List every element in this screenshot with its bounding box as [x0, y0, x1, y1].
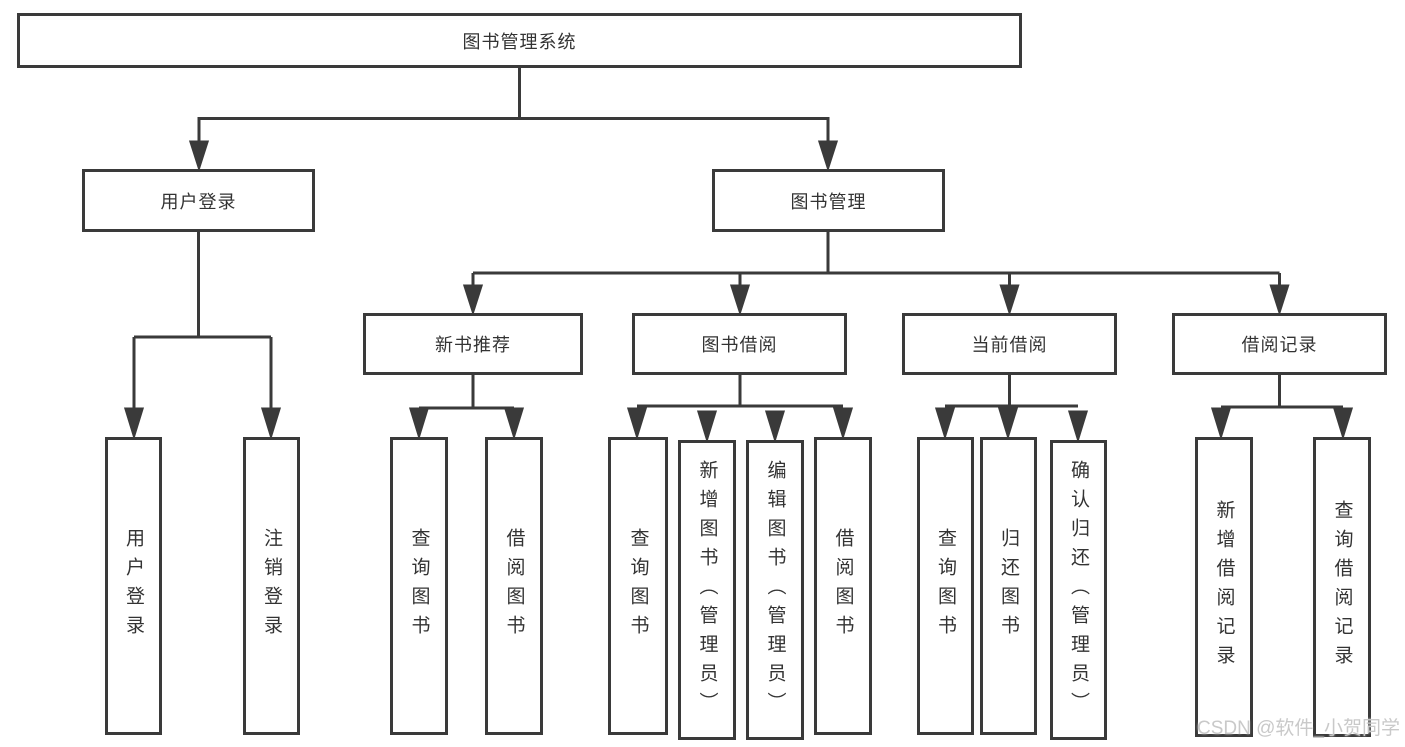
- arrowhead: [832, 407, 854, 441]
- node-label: 查询图书: [935, 528, 956, 644]
- arrowhead: [503, 407, 525, 441]
- node-label: 注销登录: [261, 528, 282, 644]
- arrowhead: [462, 284, 484, 316]
- node-book-management: 图书管理: [712, 169, 945, 232]
- connector-book-mgmt-to-level3: [462, 231, 1290, 316]
- node-current-borrowing: 当前借阅: [902, 313, 1117, 375]
- leaf-add-borrow-record: 新增借阅记录: [1195, 437, 1253, 737]
- leaf-logout: 注销登录: [243, 437, 300, 735]
- leaf-return-book: 归还图书: [980, 437, 1037, 735]
- arrowhead: [696, 410, 718, 444]
- arrowhead: [123, 407, 145, 441]
- arrowhead: [1332, 407, 1354, 441]
- node-label: 编辑图书（管理员）: [764, 459, 786, 721]
- arrowhead: [408, 407, 430, 441]
- arrowhead: [188, 140, 210, 172]
- leaf-borrow-book: 借阅图书: [814, 437, 872, 735]
- leaf-confirm-return-admin: 确认归还（管理员）: [1050, 440, 1107, 740]
- node-label: 归还图书: [998, 528, 1019, 644]
- node-root-library-system: 图书管理系统: [17, 13, 1022, 68]
- node-label: 查询图书: [408, 528, 430, 644]
- connector-book-borrow-to-leaves: [626, 374, 854, 444]
- arrowhead: [626, 407, 648, 441]
- node-new-book-recommend: 新书推荐: [363, 313, 583, 375]
- leaf-query-book-borrowing: 查询图书: [608, 437, 668, 735]
- node-label: 借阅记录: [1241, 335, 1318, 355]
- csdn-watermark: CSDN @软件_小贺同学: [1197, 718, 1400, 739]
- node-label: 借阅图书: [503, 528, 525, 644]
- connector-borrow-record-to-leaves: [1210, 374, 1354, 441]
- arrowhead: [1210, 407, 1232, 441]
- node-label: 图书管理: [790, 191, 867, 212]
- node-label: 新增图书（管理员）: [696, 459, 718, 721]
- arrowhead: [999, 284, 1020, 316]
- leaf-add-book-admin: 新增图书（管理员）: [678, 440, 736, 740]
- node-borrowing-records: 借阅记录: [1172, 313, 1387, 375]
- connector-current-borrow-to-leaves: [934, 374, 1089, 444]
- leaf-edit-book-admin: 编辑图书（管理员）: [746, 440, 804, 740]
- arrowhead: [764, 410, 786, 444]
- node-label: 确认归还（管理员）: [1068, 459, 1089, 721]
- arrowhead: [817, 140, 839, 172]
- node-label: 用户登录: [123, 528, 144, 644]
- arrowhead: [1067, 410, 1089, 444]
- node-label: 借阅图书: [832, 528, 854, 644]
- node-label: 查询借阅记录: [1331, 500, 1353, 674]
- arrowhead: [729, 284, 751, 316]
- leaf-query-book-current: 查询图书: [917, 437, 974, 735]
- arrowhead: [934, 407, 956, 441]
- node-label: 图书借阅: [701, 335, 778, 355]
- connector-new-book-to-leaves: [408, 374, 525, 441]
- node-user-login: 用户登录: [82, 169, 315, 232]
- connector-user-login-to-leaves: [123, 231, 282, 441]
- node-label: 图书管理系统: [462, 31, 577, 52]
- arrowhead: [260, 407, 282, 441]
- arrowhead: [997, 407, 1019, 441]
- node-label: 用户登录: [160, 191, 237, 212]
- node-label: 查询图书: [627, 528, 649, 644]
- leaf-borrow-book-recommend: 借阅图书: [485, 437, 543, 735]
- connector-root-to-level2: [188, 68, 839, 172]
- leaf-user-login: 用户登录: [105, 437, 162, 735]
- node-book-borrowing: 图书借阅: [632, 313, 847, 375]
- leaf-query-borrow-record: 查询借阅记录: [1313, 437, 1371, 737]
- leaf-query-book-recommend: 查询图书: [390, 437, 448, 735]
- node-label: 当前借阅: [971, 335, 1048, 355]
- arrowhead: [1269, 284, 1290, 316]
- node-label: 新书推荐: [435, 335, 511, 355]
- node-label: 新增借阅记录: [1213, 500, 1235, 674]
